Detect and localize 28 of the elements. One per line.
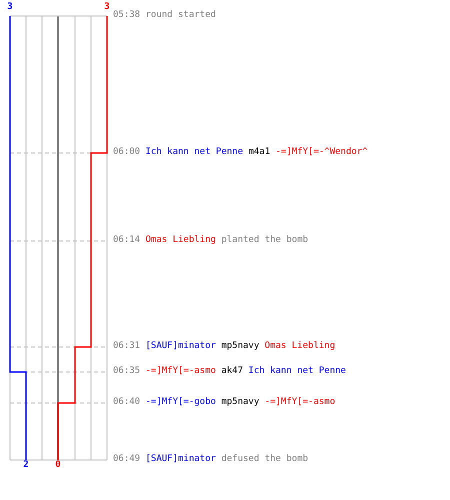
- event-text: defused the bomb: [221, 454, 308, 465]
- player-name: Omas Liebling: [264, 341, 336, 352]
- player-name: -=]MfY[=-^Wendor^: [276, 147, 368, 158]
- player-name: -=]MfY[=-asmo: [264, 397, 336, 408]
- event-text: round started: [145, 10, 216, 21]
- weapon-name: ak47: [221, 366, 244, 377]
- time-label: 06:00: [113, 147, 140, 158]
- player-name: -=]MfY[=-asmo: [145, 366, 216, 377]
- weapon-name: mp5navy: [221, 341, 260, 352]
- time-label: 06:40: [113, 397, 140, 408]
- count-label: 0: [55, 460, 61, 471]
- weapon-name: m4a1: [248, 147, 270, 158]
- count-label: 3: [104, 2, 110, 13]
- player-name: Ich kann net Penne: [248, 366, 346, 377]
- player-name: Omas Liebling: [145, 235, 216, 246]
- time-label: 06:14: [113, 235, 140, 246]
- weapon-name: mp5navy: [221, 397, 260, 408]
- time-label: 06:31: [113, 341, 140, 352]
- time-label: 05:38: [113, 10, 140, 21]
- time-label: 06:49: [113, 454, 140, 465]
- player-name: -=]MfY[=-gobo: [145, 397, 216, 408]
- time-label: 06:35: [113, 366, 140, 377]
- player-name: Ich kann net Penne: [145, 147, 244, 158]
- count-label: 3: [7, 2, 13, 13]
- player-name: [SAUF]minator: [145, 454, 216, 465]
- count-label: 2: [23, 460, 29, 471]
- player-name: [SAUF]minator: [145, 341, 216, 352]
- event-text: planted the bomb: [221, 235, 308, 246]
